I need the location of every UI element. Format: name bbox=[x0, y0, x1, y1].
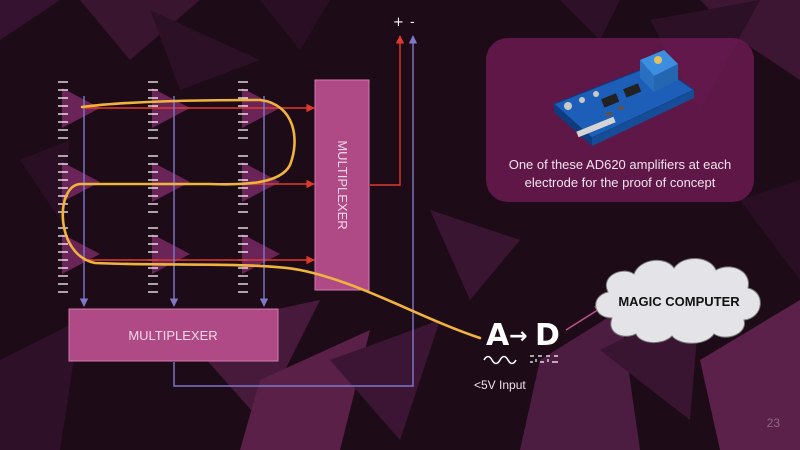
horizontal-multiplexer-label: MULTIPLEXER bbox=[128, 328, 217, 343]
amplifier-caption-line-2: electrode for the proof of concept bbox=[524, 175, 716, 190]
column-wires bbox=[79, 35, 418, 387]
adc-letter-a: A bbox=[486, 318, 510, 353]
adc-arrow: → bbox=[509, 324, 527, 349]
cloud-label: MAGIC COMPUTER bbox=[618, 294, 740, 309]
input-voltage-label: <5V Input bbox=[474, 378, 526, 392]
plus-label: + bbox=[393, 15, 404, 30]
amplifier-caption: One of these AD620 amplifiers at each el… bbox=[486, 156, 754, 192]
vertical-multiplexer bbox=[314, 79, 370, 291]
digital-wave-icon bbox=[530, 355, 558, 363]
cloud-icon bbox=[595, 258, 761, 344]
minus-label: - bbox=[410, 15, 415, 30]
adc-letter-d: D bbox=[535, 318, 560, 353]
amplifier-card: One of these AD620 amplifiers at each el… bbox=[486, 38, 754, 202]
amplifier-board-image bbox=[553, 50, 696, 146]
vertical-multiplexer-label: MULTIPLEXER bbox=[335, 140, 350, 229]
amplifier-caption-line-1: One of these AD620 amplifiers at each bbox=[508, 157, 732, 172]
horizontal-multiplexer bbox=[68, 308, 279, 362]
page-number: 23 bbox=[766, 416, 780, 430]
electrode-grid bbox=[62, 88, 280, 274]
analog-wave-icon bbox=[483, 355, 517, 365]
signal-path bbox=[61, 98, 482, 340]
